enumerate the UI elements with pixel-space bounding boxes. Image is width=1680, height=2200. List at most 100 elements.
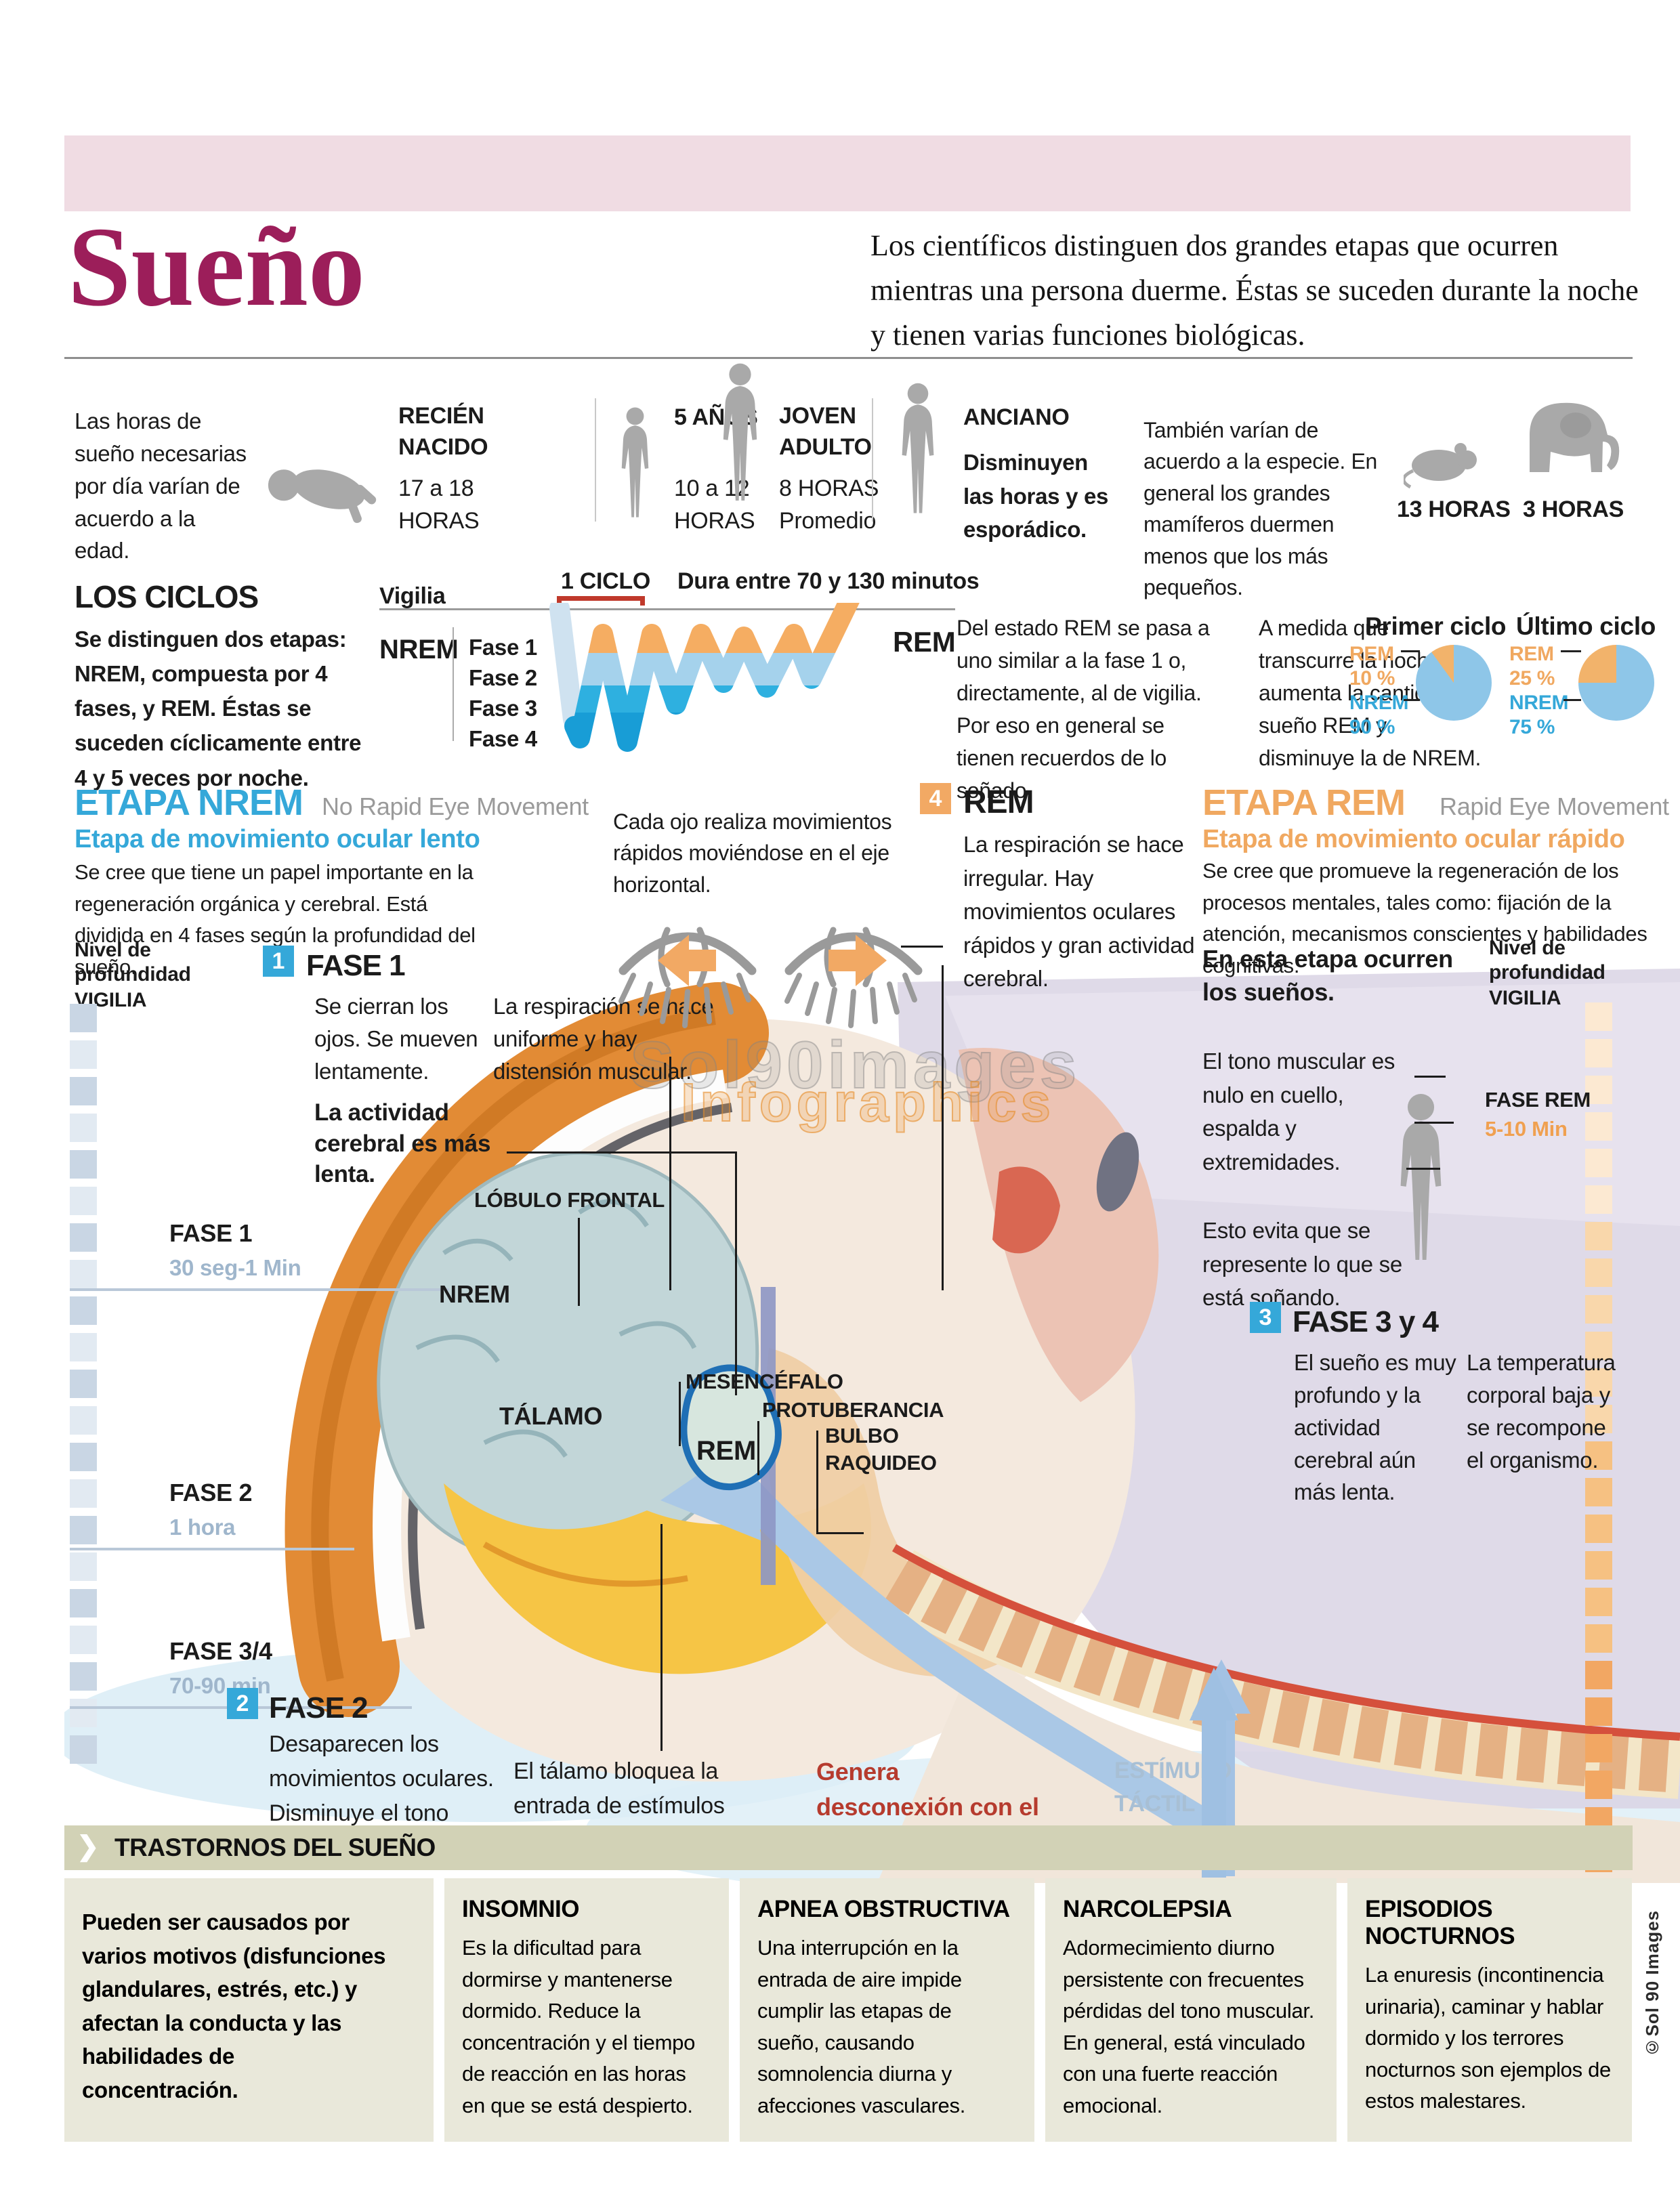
depth-scale-left: [70, 1004, 97, 1764]
depth-step: [1585, 1112, 1612, 1141]
depth-step: [70, 1114, 97, 1142]
chart-divider: [453, 627, 454, 741]
connector: [901, 946, 943, 948]
nrem-tagline: Etapa de movimiento ocular lento: [75, 825, 480, 853]
nrem-subheading: No Rapid Eye Movement: [322, 792, 589, 820]
cycles-text: Se distinguen dos etapas: NREM, compuest…: [75, 627, 362, 790]
fase-rem-label: FASE REM: [1485, 1088, 1591, 1112]
disorder-body: Es la dificultad para dormirse y mantene…: [462, 1936, 696, 2117]
chart-duration-label: Dura entre 70 y 130 minutos: [677, 568, 980, 594]
depth-step: [70, 1150, 97, 1179]
depth-rule: [70, 1288, 449, 1291]
depth-step: [70, 1077, 97, 1105]
watermark-text: Sol90images: [629, 1027, 1081, 1103]
rem-subheading: Rapid Eye Movement: [1440, 792, 1669, 820]
depth-step: [70, 1223, 97, 1252]
depth-step: [1585, 1697, 1612, 1726]
mouse-icon: [1404, 443, 1477, 489]
depth-step: [70, 1187, 97, 1215]
connector: [1406, 1168, 1440, 1170]
connector: [679, 1382, 681, 1446]
age-group-hours: 8 HORAS Promedio: [779, 475, 879, 534]
depth-step: [70, 1735, 97, 1764]
depth-left-item-duration: 1 hora: [169, 1515, 236, 1540]
brain-label-talamo: TÁLAMO: [499, 1402, 603, 1430]
rem-body: Se cree que promueve la regeneración de …: [1202, 859, 1647, 977]
species-note: También varían de acuerdo a la especie. …: [1143, 418, 1378, 599]
fase-rem-duration: 5-10 Min: [1485, 1117, 1568, 1141]
depth-left-item-label: FASE 1: [169, 1219, 253, 1247]
credit-text: ©Sol 90 Images: [1642, 1910, 1662, 2058]
depth-step: [1585, 1295, 1612, 1324]
top-accent-bar: [64, 135, 1631, 211]
page-title: Sueño: [68, 204, 365, 330]
connector: [942, 965, 944, 1290]
depth-step: [70, 1516, 97, 1544]
depth-step: [1585, 1185, 1612, 1214]
fase2-number-badge: 2: [227, 1688, 258, 1719]
disorder-panel: NARCOLEPSIA Adormecimiento diurno persis…: [1045, 1878, 1337, 2142]
depth-step: [1585, 1258, 1612, 1287]
depth-step: [1585, 1661, 1612, 1689]
nrem-body: Se cree que tiene un papel importante en…: [75, 860, 476, 979]
rem-transition-note: Del estado REM se pasa a uno similar a l…: [957, 616, 1210, 803]
rem-number-badge: 4: [920, 783, 951, 814]
depth-step: [70, 1626, 97, 1654]
ages-divider: [595, 398, 596, 522]
baby-icon: [268, 469, 377, 524]
closed-eyes-icon: [618, 927, 923, 1028]
disorder-title: EPISODIOS NOCTURNOS: [1365, 1896, 1515, 1949]
fase1-eyes-text: Se cierran los ojos. Se mueven lentament…: [314, 994, 478, 1084]
depth-step: [1585, 1734, 1612, 1762]
depth-step: [1585, 1405, 1612, 1433]
adult-icon: [708, 347, 772, 525]
brain-label-rem: REM: [696, 1436, 756, 1466]
connector: [816, 1431, 818, 1533]
connector: [1414, 1122, 1454, 1124]
disorder-body: Una interrupción en la entrada de aire i…: [757, 1936, 966, 2117]
depth-scale-right: [1585, 1002, 1612, 1872]
connector: [660, 1524, 663, 1751]
depth-step: [1585, 1624, 1612, 1653]
disorders-intro: Pueden ser causados por varios motivos (…: [82, 1909, 386, 2102]
depth-step: [1585, 1332, 1612, 1360]
connector: [507, 1151, 737, 1154]
rem-tagline: Etapa de movimiento ocular rápido: [1202, 825, 1625, 853]
chart-nrem-label: NREM: [379, 635, 459, 664]
depth-step: [70, 1662, 97, 1691]
depth-step: [70, 1699, 97, 1727]
brain-label-lobulo: LÓBULO FRONTAL: [474, 1188, 665, 1212]
brain-label-protuberancia: PROTUBERANCIA: [762, 1398, 944, 1422]
brain-label-nrem: NREM: [439, 1280, 510, 1308]
fase34-temp-text: La temperatura corporal baja y se recomp…: [1467, 1350, 1616, 1473]
chart-cycle-label: 1 CICLO: [561, 568, 651, 594]
depth-left-title: Nivel de profundidad: [75, 939, 191, 986]
rem-dreams-text: En esta etapa ocurren los sueños.: [1202, 945, 1453, 1006]
fase1-number-badge: 1: [263, 946, 294, 977]
chevron-icon: ❯: [77, 1832, 100, 1861]
age-group-label: RECIÉN NACIDO: [398, 403, 488, 460]
depth-step: [70, 1333, 97, 1361]
depth-step: [70, 1004, 97, 1032]
disorder-title: APNEA OBSTRUCTIVA: [757, 1896, 1010, 1922]
header-rule: [64, 357, 1633, 359]
depth-step: [1585, 1478, 1612, 1506]
fase1-brain-text: La actividad cerebral es más lenta.: [314, 1099, 491, 1187]
depth-step: [70, 1260, 97, 1288]
intro-paragraph: Los científicos distinguen dos grandes e…: [870, 229, 1639, 352]
disorder-title: NARCOLEPSIA: [1063, 1896, 1232, 1922]
child-icon: [606, 406, 664, 525]
fase34-number-badge: 3: [1250, 1302, 1281, 1333]
fase1-title: FASE 1: [306, 949, 406, 982]
depth-step: [1585, 1222, 1612, 1250]
depth-step: [70, 1040, 97, 1069]
left-arrow-icon: [658, 935, 716, 986]
depth-step: [1585, 1588, 1612, 1616]
chart-vigilia-label: Vigilia: [379, 583, 446, 609]
depth-step: [1585, 1002, 1612, 1031]
elephant-icon: [1530, 402, 1620, 472]
fase2-title: FASE 2: [269, 1691, 369, 1725]
rem-heading: ETAPA REM: [1202, 782, 1406, 823]
